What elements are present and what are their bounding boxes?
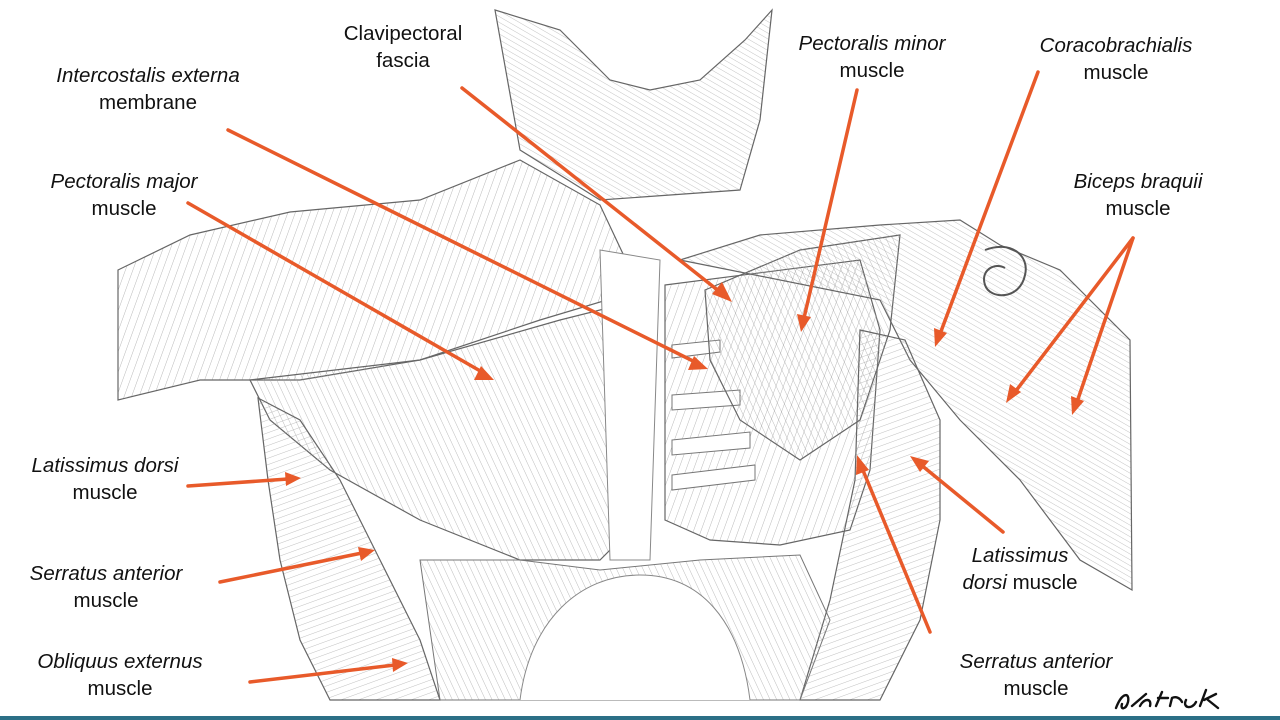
right-lateral-trunk (799, 329, 941, 701)
arrowhead (392, 658, 408, 672)
arrowhead (797, 314, 811, 332)
arrow-biceps-1 (1013, 236, 1135, 394)
label-obliquus-externus: Obliquus externus muscle (37, 650, 203, 700)
arrow-biceps-2 (1075, 236, 1135, 404)
label-pectoralis-major: Pectoralis major muscle (50, 170, 198, 220)
label-latissimus-dorsi-left: Latissimus dorsi muscle (31, 454, 179, 504)
arrow-clavipectoral (460, 86, 722, 294)
bottom-rule (0, 716, 1280, 720)
abdomen-arch (519, 574, 751, 701)
label-latissimus-dorsi-right: Latissimus dorsi muscle (962, 544, 1078, 594)
arrowhead (688, 356, 708, 370)
arrowhead (712, 282, 732, 302)
arrow-pectoralis-minor (802, 88, 859, 320)
arrowhead (285, 472, 301, 486)
label-part-muscle: muscle (1006, 571, 1078, 594)
artist-signature (1114, 688, 1220, 710)
label-part-dorsi: dorsi (962, 571, 1007, 594)
arrowhead (1071, 396, 1084, 415)
label-biceps-braquii: Biceps braquii muscle (1073, 170, 1203, 220)
arrow-latissimus-left (186, 477, 290, 488)
arrow-obliquus (248, 663, 397, 684)
arrowhead (934, 328, 947, 347)
label-coracobrachialis: Coracobrachialis muscle (1039, 34, 1193, 84)
arrow-coracobrachialis (938, 70, 1040, 336)
arrowhead (910, 456, 929, 472)
arrowhead (1006, 384, 1021, 403)
arrowhead (856, 455, 869, 475)
coracoid-process (983, 245, 1027, 297)
rib-gap (671, 431, 751, 456)
sternum (599, 249, 661, 561)
label-pectoralis-minor: Pectoralis minor muscle (798, 32, 946, 82)
neck-shape (494, 8, 773, 201)
arrowhead (474, 366, 494, 380)
arrow-serratus-left (218, 551, 364, 584)
label-clavipectoral-fascia: Clavipectoral fascia (343, 22, 463, 72)
arrowhead (358, 547, 375, 561)
arrow-pectoralis-major (186, 201, 484, 374)
label-intercostalis-externa: Intercostalis externa membrane (56, 64, 240, 114)
arrow-latissimus-right (918, 462, 1005, 534)
label-serratus-anterior-right: Serratus anterior muscle (959, 650, 1113, 700)
rib-gap (671, 464, 756, 491)
label-serratus-anterior-left: Serratus anterior muscle (29, 562, 183, 612)
arrow-intercostalis (226, 128, 697, 364)
arrow-serratus-right (860, 466, 932, 634)
